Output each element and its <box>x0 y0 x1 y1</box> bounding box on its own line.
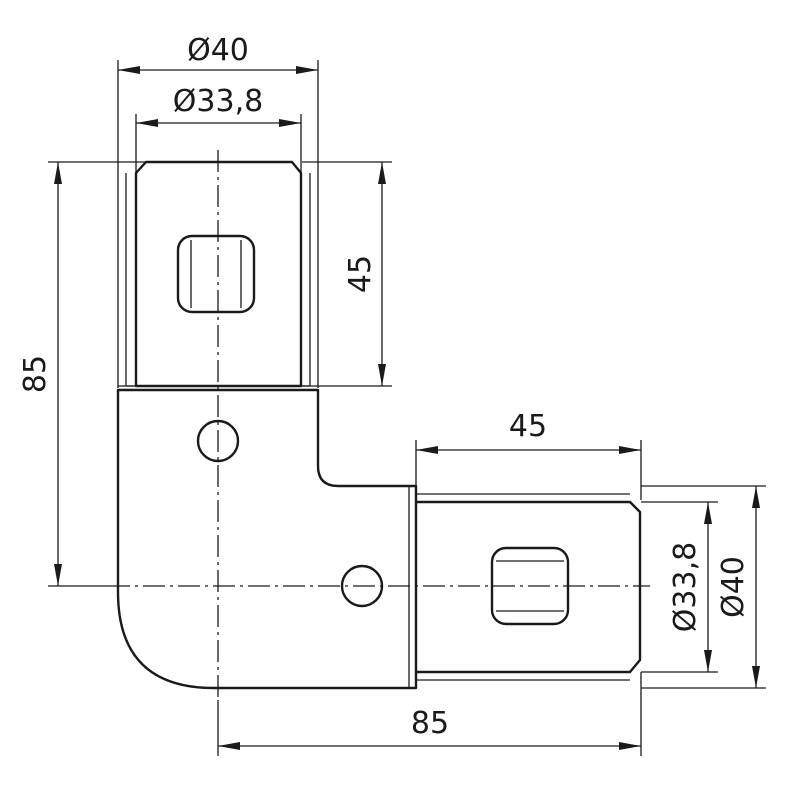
dim-vertical-overall-label: 85 <box>18 355 53 393</box>
dim-vertical-overall: 85 <box>18 161 145 587</box>
dim-horizontal-overall: 85 <box>217 672 642 756</box>
dim-right-inner-diameter-label: Ø33,8 <box>668 542 703 632</box>
dim-right-socket-length: 45 <box>415 409 642 500</box>
dim-right-outer-diameter: Ø40 <box>641 485 766 689</box>
dim-top-socket-length: 45 <box>302 161 392 387</box>
dim-top-inner-diameter: Ø33,8 <box>135 84 302 173</box>
dim-top-outer-diameter-label: Ø40 <box>187 33 249 68</box>
dim-top-socket-length-label: 45 <box>343 255 378 293</box>
dim-right-socket-length-label: 45 <box>509 409 547 444</box>
dim-top-inner-diameter-label: Ø33,8 <box>173 84 263 119</box>
elbow-body <box>116 388 418 690</box>
dim-top-outer-diameter: Ø40 <box>117 33 319 388</box>
top-lock-window <box>176 234 256 314</box>
dim-right-inner-diameter: Ø33,8 <box>641 501 718 673</box>
right-socket <box>408 486 642 688</box>
dim-right-outer-diameter-label: Ø40 <box>716 556 751 618</box>
pin-hole-upper <box>196 419 240 463</box>
dim-horizontal-overall-label: 85 <box>411 706 449 741</box>
